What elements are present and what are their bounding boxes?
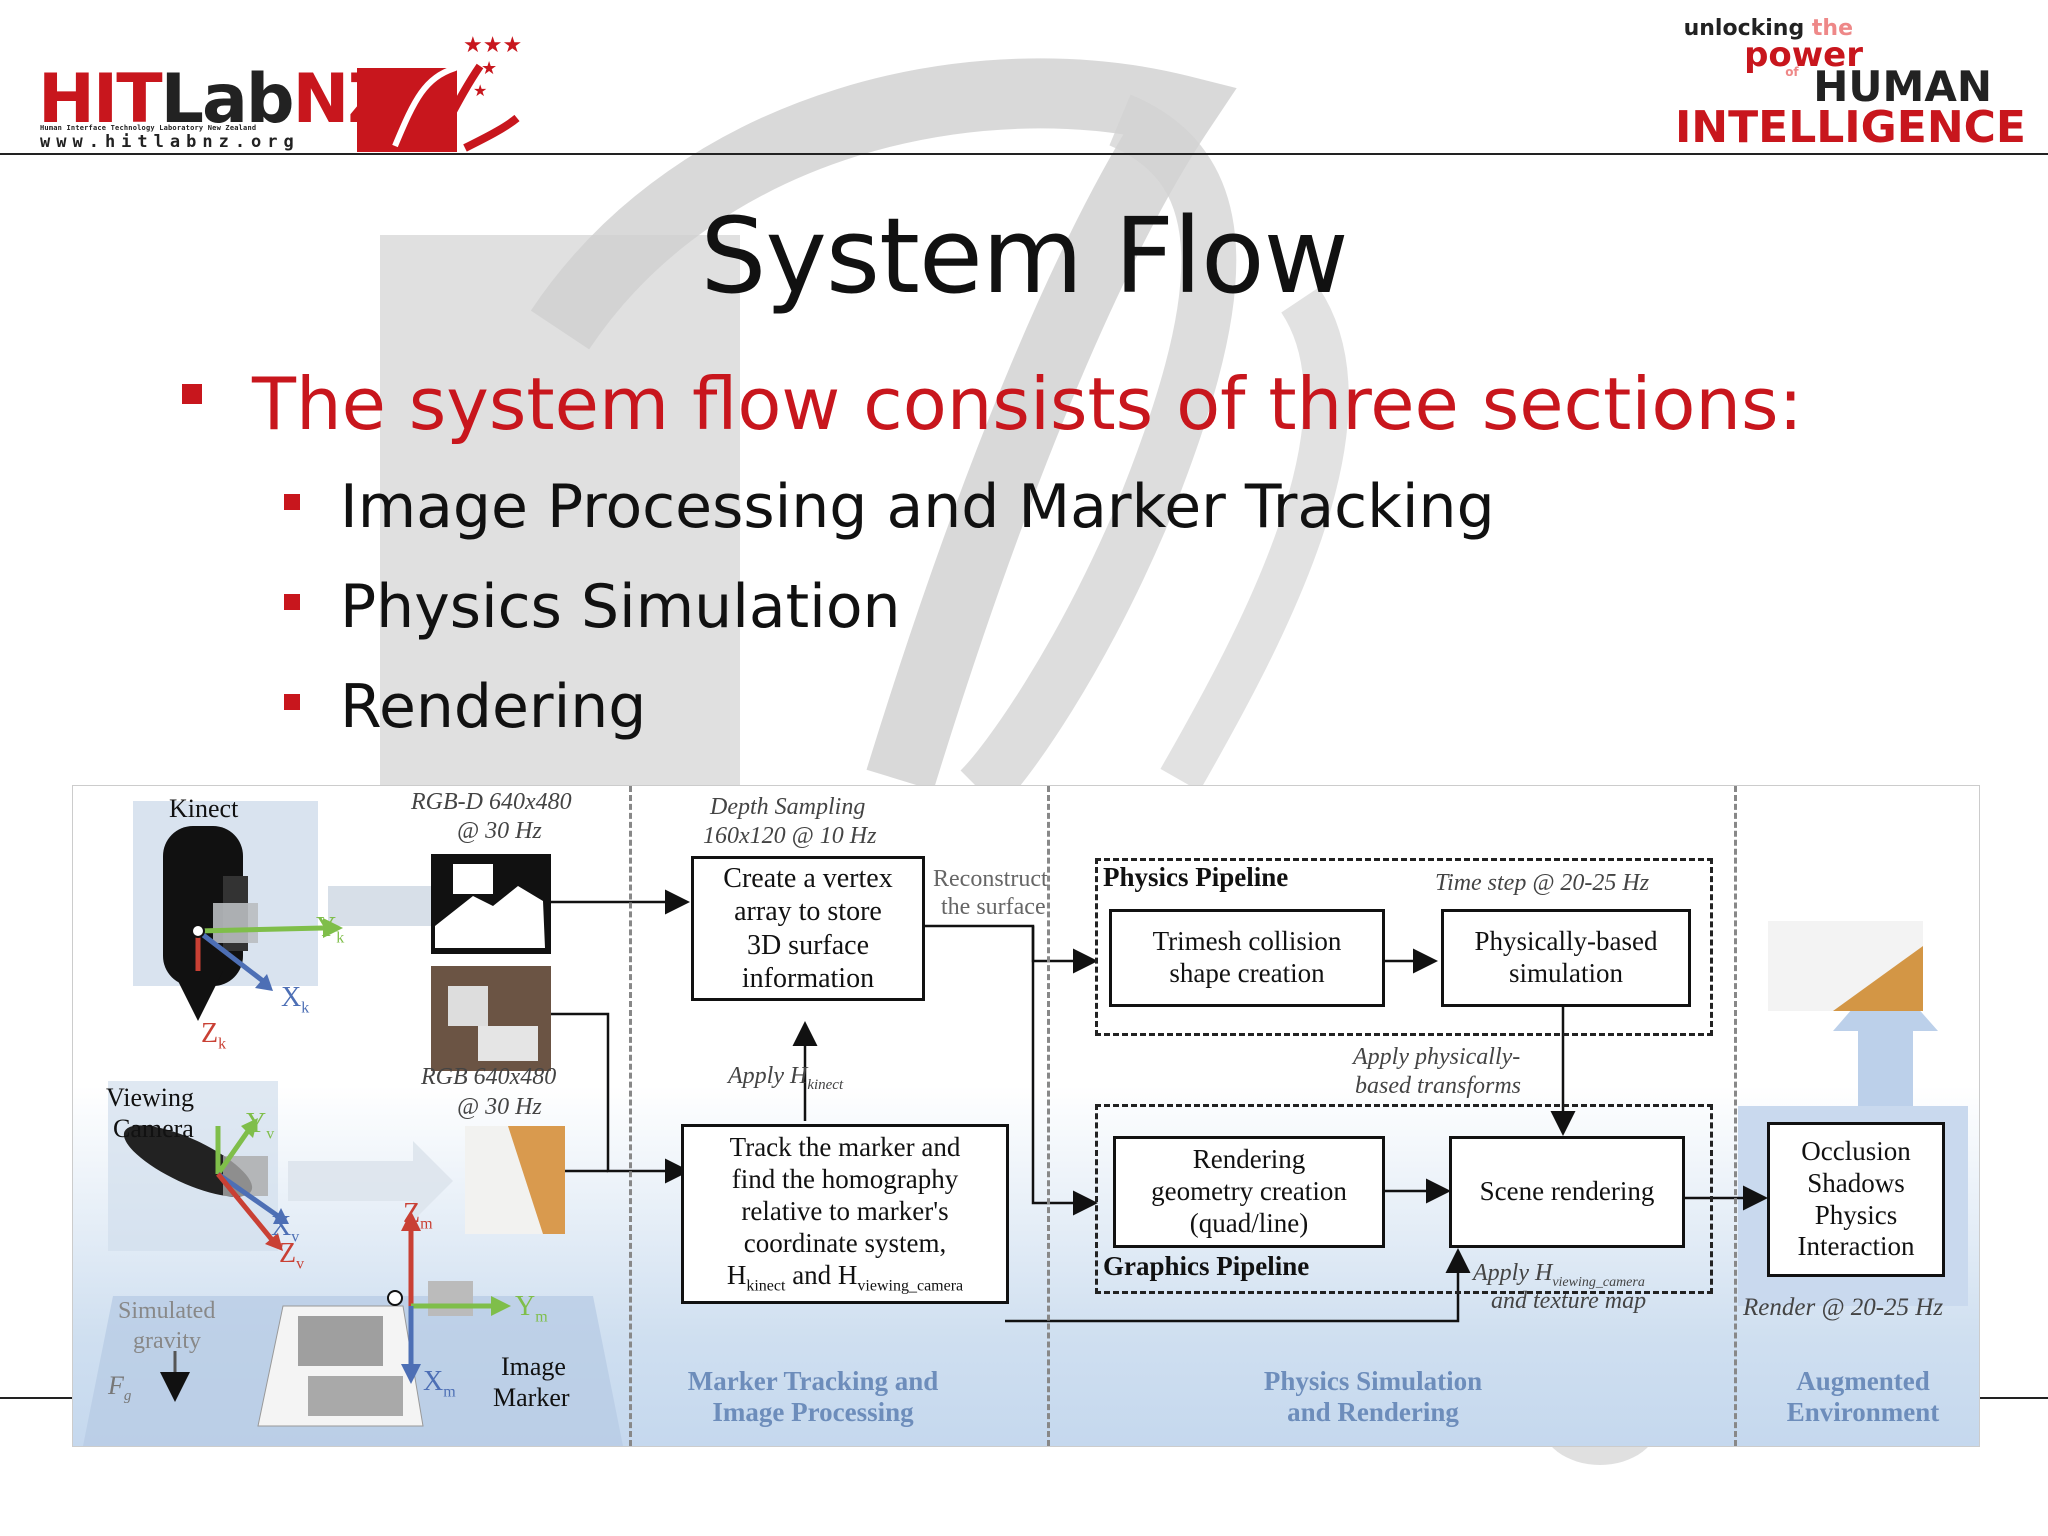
bullet-marker (284, 494, 300, 510)
image-marker-label-2: Marker (493, 1383, 570, 1412)
sub-bullet-3: Rendering (340, 672, 647, 742)
footer-divider-right (1978, 1397, 2048, 1399)
bullet-marker (284, 694, 300, 710)
logo-figure-icon: ★★★ ★ ★ (357, 33, 522, 152)
logo-url: www.hitlabnz.org (40, 132, 300, 152)
bullet-marker (182, 384, 202, 404)
footer-divider-left (0, 1397, 74, 1399)
texture-map-label: and texture map (1491, 1288, 1647, 1314)
axis-label-xm: Xm (423, 1366, 456, 1401)
scene-rendering-box: Scene rendering (1449, 1136, 1685, 1248)
time-step-label: Time step @ 20-25 Hz (1435, 870, 1650, 896)
viewing-camera-label-2: Camera (113, 1114, 194, 1143)
axis-label-xv: Xv (271, 1211, 300, 1246)
graphics-pipeline-title: Graphics Pipeline (1103, 1251, 1310, 1281)
graphics-pipeline-group (1095, 1104, 1713, 1294)
apply-physically-label-2: based transforms (1355, 1073, 1522, 1099)
reconstruct-label-2: the surface (941, 894, 1046, 920)
viewing-camera-label-1: Viewing (106, 1083, 194, 1112)
page-title: System Flow (700, 195, 1348, 317)
rgbd-label-1: RGB-D 640x480 (411, 789, 572, 815)
axis-label-zm: Zm (403, 1198, 433, 1233)
rgbd-label-2: @ 30 Hz (457, 818, 542, 844)
physics-pipeline-title: Physics Pipeline (1103, 862, 1289, 892)
axis-label-zk: Zk (201, 1018, 227, 1053)
vertex-array-box: Create a vertex array to store 3D surfac… (691, 856, 925, 1001)
image-marker-label-1: Image (501, 1352, 566, 1381)
axis-label-yv: Yv (246, 1108, 275, 1143)
kinect-label: Kinect (169, 794, 239, 823)
system-flow-diagram: Kinect Yk Xk Zk Viewing Camera Yv Xv Zv … (72, 785, 1980, 1447)
header-divider (0, 153, 2048, 155)
apply-hv-label: Apply Hviewing_camera (1473, 1260, 1645, 1290)
section-divider (629, 786, 632, 1446)
axis-label-ym: Ym (515, 1291, 548, 1326)
apply-h-kinect-label: Apply Hkinect (728, 1063, 844, 1093)
logo-tagline: Human Interface Technology Laboratory Ne… (40, 124, 257, 132)
physics-pipeline-group (1095, 858, 1713, 1036)
apply-physically-label-1: Apply physically- (1353, 1044, 1521, 1070)
gravity-symbol: Fg (108, 1371, 132, 1405)
sub-bullet-2: Physics Simulation (340, 572, 901, 642)
gravity-label-1: Simulated (118, 1298, 216, 1324)
gravity-label-2: gravity (133, 1328, 201, 1354)
svg-text:★★★: ★★★ (463, 33, 522, 58)
axis-label-yk: Yk (316, 912, 345, 947)
section-divider (1047, 786, 1050, 1446)
depth-sampling-label-2: 160x120 @ 10 Hz (703, 823, 877, 849)
svg-text:★: ★ (481, 58, 497, 79)
axis-label-zv: Zv (279, 1238, 305, 1273)
sub-bullet-1: Image Processing and Marker Tracking (340, 472, 1495, 542)
main-bullet: The system flow consists of three sectio… (252, 362, 1803, 446)
section-divider (1734, 786, 1737, 1446)
rgb-label-2: @ 30 Hz (457, 1094, 542, 1120)
depth-sampling-label-1: Depth Sampling (710, 794, 866, 820)
occlusion-box: Occlusion Shadows Physics Interaction (1767, 1122, 1945, 1277)
rgb-label-1: RGB 640x480 (421, 1064, 557, 1090)
axis-label-xk: Xk (281, 982, 310, 1017)
bullet-marker (284, 594, 300, 610)
render-rate-label: Render @ 20-25 Hz (1743, 1294, 1944, 1321)
marker-tracking-box: Track the marker and find the homography… (681, 1124, 1009, 1304)
svg-text:★: ★ (473, 81, 487, 100)
reconstruct-label-1: Reconstruct (933, 866, 1048, 892)
